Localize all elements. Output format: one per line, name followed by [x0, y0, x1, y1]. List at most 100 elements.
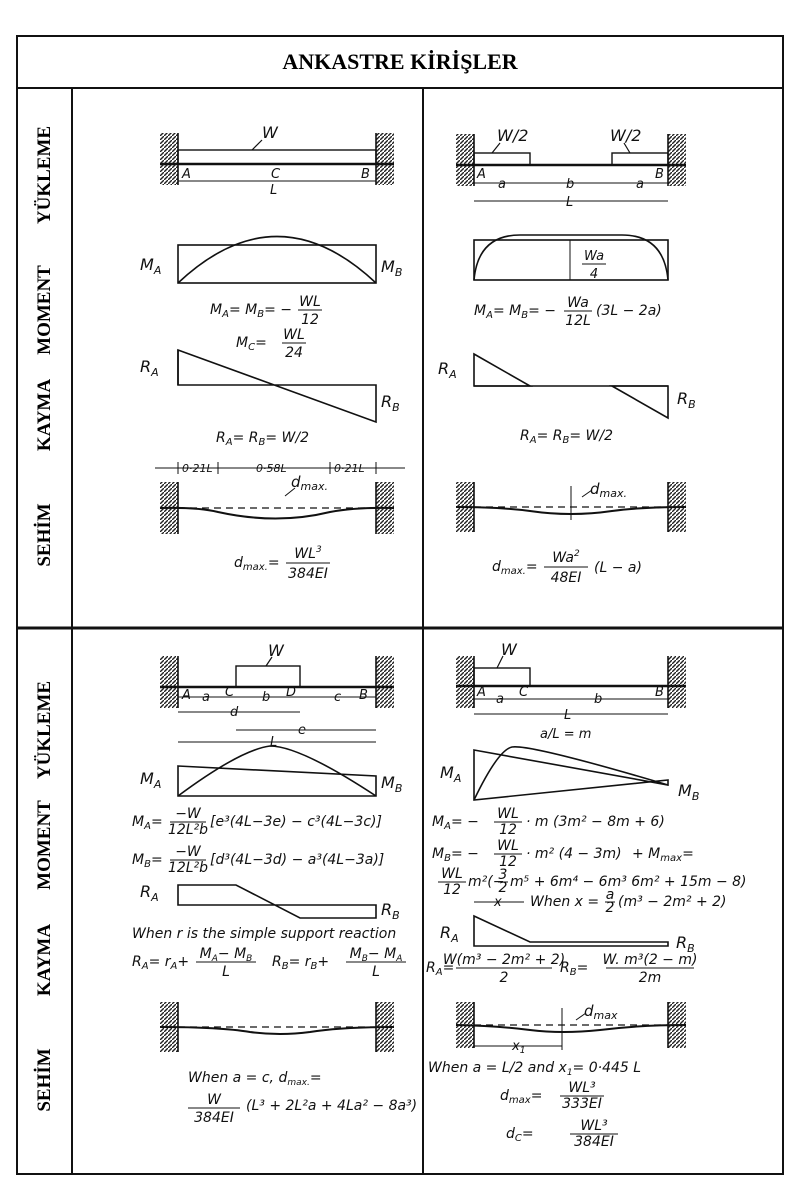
side-label-moment: MOMENT [34, 800, 55, 890]
shear-note: When r is the simple support reaction [132, 926, 396, 942]
svg-text:−W: −W [175, 844, 202, 860]
svg-text:2: 2 [500, 970, 509, 986]
svg-text:a: a [498, 177, 506, 192]
svg-text:RB: RB [381, 392, 400, 414]
svg-text:m²(−: m²(− [468, 874, 504, 890]
svg-text:e: e [298, 723, 306, 738]
svg-text:C: C [519, 685, 529, 700]
svg-text:12: 12 [499, 822, 517, 838]
svg-text:WL: WL [497, 806, 519, 822]
label-b: B [361, 167, 370, 182]
svg-text:RB= rB+: RB= rB+ [272, 954, 329, 972]
moment-diagram: MA MB [140, 235, 402, 284]
moment-diagram: MA MB [440, 746, 699, 803]
label-ma: MA [140, 255, 161, 277]
svg-text:MB: MB [381, 773, 402, 795]
svg-text:a/L = m: a/L = m [540, 727, 591, 742]
svg-text:WL3: WL3 [294, 545, 322, 562]
svg-text:dC=: dC= [506, 1126, 534, 1144]
svg-text:12: 12 [443, 882, 461, 898]
svg-text:RB: RB [677, 389, 696, 411]
svg-text:W: W [207, 1092, 222, 1108]
svg-text:384EI: 384EI [288, 566, 328, 582]
svg-text:Wa: Wa [567, 295, 589, 311]
svg-text:RB: RB [381, 900, 400, 922]
svg-text:B: B [655, 685, 664, 700]
svg-text:L: L [270, 735, 277, 750]
svg-text:x: x [493, 895, 502, 910]
svg-text:2: 2 [499, 880, 508, 896]
shear-diagram: RA RB [438, 352, 696, 420]
svg-text:W/2: W/2 [610, 126, 641, 145]
svg-text:4: 4 [590, 267, 598, 282]
svg-text:MA: MA [140, 769, 161, 791]
panel-partial-load: W A a C b D c B d e L MA MB MA= −W 12L²b [132, 641, 417, 1126]
moment-formula: MA= MB= − WL 12 MC= WL 24 [210, 294, 322, 361]
panel-end-partial-load: W A a C b B L a/L = m MA MB MA= − WL 12 … [426, 640, 747, 1150]
svg-text:48EI: 48EI [551, 570, 582, 586]
svg-text:dmax.: dmax. [590, 480, 627, 500]
deflection-dimensions: 0·21L 0·58L 0·21L [155, 462, 405, 475]
deflection-diagram: dmax. [159, 473, 395, 534]
svg-text:384EI: 384EI [574, 1134, 614, 1150]
moment-formulas: MA= − WL 12 · m (3m² − 8m + 6) MB= − WL … [432, 806, 747, 916]
svg-text:24: 24 [285, 345, 303, 361]
label-mb: MB [381, 257, 402, 279]
side-label-deflection: SEHİM [34, 1048, 55, 1111]
svg-text:RA: RA [140, 357, 159, 379]
deflection-formulas: When a = L/2 and x1= 0·445 L dmax= WL³ 3… [428, 1060, 641, 1150]
svg-text:dmax=: dmax= [500, 1088, 542, 1106]
shear-formula: RA= RB= W/2 [216, 430, 309, 448]
svg-text:MB: MB [678, 781, 699, 803]
svg-text:WL: WL [441, 866, 463, 882]
svg-text:0·21L: 0·21L [182, 462, 213, 475]
label-c: C [271, 167, 281, 182]
svg-text:W: W [501, 640, 518, 659]
panel-two-partial-loads: W/2 W/2 A B a b a L Wa 4 MA= MB= − Wa 12… [438, 126, 696, 586]
svg-text:W: W [268, 641, 285, 660]
loading-diagram: W A a C b D c B d e L [160, 641, 394, 750]
loading-diagram: W A a C b B L a/L = m [456, 640, 686, 742]
svg-text:A: A [476, 167, 486, 182]
svg-text:Wa: Wa [584, 249, 604, 264]
moment-diagram: MA MB [140, 745, 402, 797]
moment-formulas: MA= −W 12L²b [e³(4L−3e) − c³(4L−3c)] MB=… [132, 806, 384, 876]
label-a: A [181, 167, 191, 182]
svg-text:A: A [476, 685, 486, 700]
label-l: L [270, 183, 277, 198]
svg-text:When a = c, dmax.=: When a = c, dmax.= [188, 1070, 322, 1088]
side-label-shear: KAYMA [34, 379, 55, 451]
svg-text:(3L − 2a): (3L − 2a) [596, 303, 662, 319]
svg-text:W(m³ − 2m² + 2): W(m³ − 2m² + 2) [443, 952, 565, 968]
svg-text:W. m³(2 − m): W. m³(2 − m) [603, 952, 698, 968]
side-labels: YÜKLEME MOMENT KAYMA SEHİM YÜKLEME MOMEN… [34, 126, 55, 1112]
svg-text:RB=: RB= [560, 960, 588, 978]
svg-text:384EI: 384EI [194, 1110, 234, 1126]
svg-text:MA= MB= −: MA= MB= − [474, 303, 556, 321]
moment-formula: MA= MB= − Wa 12L (3L − 2a) [474, 295, 662, 329]
svg-text:When x =: When x = [530, 894, 599, 910]
loading-diagram: W A C B L [160, 123, 394, 198]
deflection-formula: dmax.= WL3 384EI [234, 545, 330, 582]
svg-text:d: d [230, 705, 239, 720]
deflection-formula: dmax.= Wa2 48EI (L − a) [492, 549, 642, 586]
svg-text:WL: WL [497, 838, 519, 854]
svg-text:0·58L: 0·58L [256, 462, 287, 475]
svg-text:a: a [636, 177, 644, 192]
svg-text:333EI: 333EI [562, 1096, 602, 1112]
svg-text:b: b [594, 692, 602, 707]
svg-text:0·21L: 0·21L [334, 462, 365, 475]
page-title: ANKASTRE KİRİŞLER [282, 49, 518, 74]
svg-text:MB= −: MB= − [432, 846, 479, 864]
svg-text:dmax.: dmax. [291, 473, 328, 493]
shear-diagram: RA RB [140, 882, 400, 922]
deflection-diagram: dmax. [455, 480, 687, 532]
load-label-w: W [262, 123, 279, 142]
svg-text:MA: MA [440, 763, 461, 785]
svg-text:12L: 12L [565, 313, 591, 329]
svg-text:RA=: RA= [426, 960, 454, 978]
svg-text:[d³(4L−3d) − a³(4L−3a)]: [d³(4L−3d) − a³(4L−3a)] [210, 852, 384, 868]
svg-text:A: A [181, 688, 191, 703]
svg-text:(m³ − 2m² + 2): (m³ − 2m² + 2) [618, 894, 727, 910]
